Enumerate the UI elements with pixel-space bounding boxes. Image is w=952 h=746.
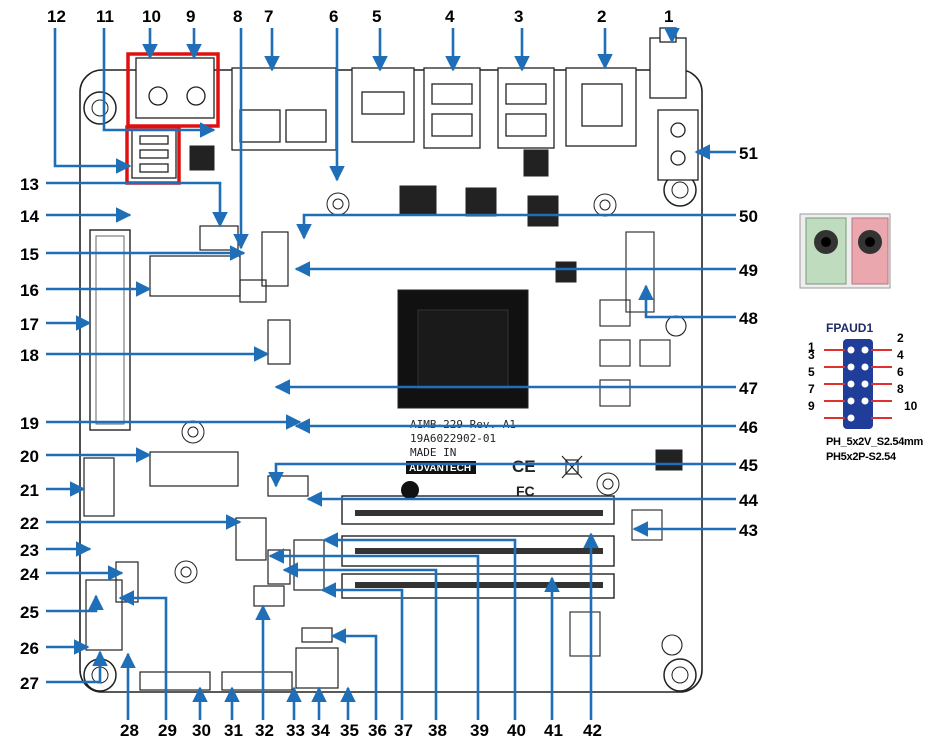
callout-number-15: 15 — [20, 246, 39, 263]
audio-jack-thumbnail — [800, 214, 890, 288]
callout-number-30: 30 — [192, 722, 211, 739]
callout-number-9: 9 — [186, 8, 195, 25]
callout-number-51: 51 — [739, 145, 758, 162]
callout-number-50: 50 — [739, 208, 758, 225]
callout-number-31: 31 — [224, 722, 243, 739]
callout-number-32: 32 — [255, 722, 274, 739]
callout-number-36: 36 — [368, 722, 387, 739]
fpaud-spec-line2: PH5x2P-S2.54 — [826, 451, 896, 463]
fpaud-pin-5: 5 — [808, 365, 815, 379]
callout-number-38: 38 — [428, 722, 447, 739]
callout-number-46: 46 — [739, 419, 758, 436]
callout-number-6: 6 — [329, 8, 338, 25]
logo-icon — [401, 481, 419, 499]
callout-number-43: 43 — [739, 522, 758, 539]
callout-number-42: 42 — [583, 722, 602, 739]
callout-number-26: 26 — [20, 640, 39, 657]
callout-number-2: 2 — [597, 8, 606, 25]
left-long-connector — [90, 230, 130, 430]
callout-number-45: 45 — [739, 457, 758, 474]
callout-number-33: 33 — [286, 722, 305, 739]
fpaud-pin-3: 3 — [808, 348, 815, 362]
callout-number-5: 5 — [372, 8, 381, 25]
callout-number-25: 25 — [20, 604, 39, 621]
callout-number-8: 8 — [233, 8, 242, 25]
callout-number-7: 7 — [264, 8, 273, 25]
callout-number-22: 22 — [20, 515, 39, 532]
callout-number-44: 44 — [739, 492, 758, 509]
silkscreen-made-in: MADE IN — [410, 446, 456, 459]
callout-number-47: 47 — [739, 380, 758, 397]
fpaud-pin-header — [824, 339, 892, 429]
callout-number-14: 14 — [20, 208, 39, 225]
callout-number-37: 37 — [394, 722, 413, 739]
callout-number-12: 12 — [47, 8, 66, 25]
callout-number-27: 27 — [20, 675, 39, 692]
callout-number-11: 11 — [96, 8, 114, 25]
ce-mark: CE — [512, 457, 536, 476]
callout-number-21: 21 — [20, 482, 39, 499]
callout-number-40: 40 — [507, 722, 526, 739]
callout-number-23: 23 — [20, 542, 39, 559]
fpaud-pin-8: 8 — [897, 382, 904, 396]
callout-number-3: 3 — [514, 8, 523, 25]
fpaud-pin-7: 7 — [808, 382, 815, 396]
cpu-soc — [398, 290, 528, 408]
fpaud-pin-9: 9 — [808, 399, 815, 413]
callout-number-48: 48 — [739, 310, 758, 327]
callout-number-4: 4 — [445, 8, 454, 25]
fcc-mark: FC — [516, 483, 535, 499]
fpaud-spec-line1: PH_5x2V_S2.54mm — [826, 436, 923, 448]
callout-number-16: 16 — [20, 282, 39, 299]
fpaud-title: FPAUD1 — [826, 321, 873, 335]
fpaud-pin-2: 2 — [897, 331, 904, 345]
callout-number-19: 19 — [20, 415, 39, 432]
callout-number-24: 24 — [20, 566, 39, 583]
callout-number-35: 35 — [340, 722, 359, 739]
fpaud-pin-10: 10 — [904, 399, 917, 413]
silkscreen-part-number: 19A6022902-01 — [410, 432, 496, 445]
fpaud-pin-4: 4 — [897, 348, 904, 362]
callout-number-20: 20 — [20, 448, 39, 465]
callout-number-41: 41 — [544, 722, 563, 739]
callout-number-39: 39 — [470, 722, 489, 739]
callout-number-17: 17 — [20, 316, 39, 333]
fpaud-pin-6: 6 — [897, 365, 904, 379]
callout-number-49: 49 — [739, 262, 758, 279]
callout-number-34: 34 — [311, 722, 330, 739]
callout-number-28: 28 — [120, 722, 139, 739]
silkscreen-model: AIMB-229 Rev. A1 — [410, 418, 516, 431]
callout-number-13: 13 — [20, 176, 39, 193]
callout-number-29: 29 — [158, 722, 177, 739]
callout-number-10: 10 — [142, 8, 161, 25]
callout-number-1: 1 — [664, 8, 673, 25]
callout-number-18: 18 — [20, 347, 39, 364]
